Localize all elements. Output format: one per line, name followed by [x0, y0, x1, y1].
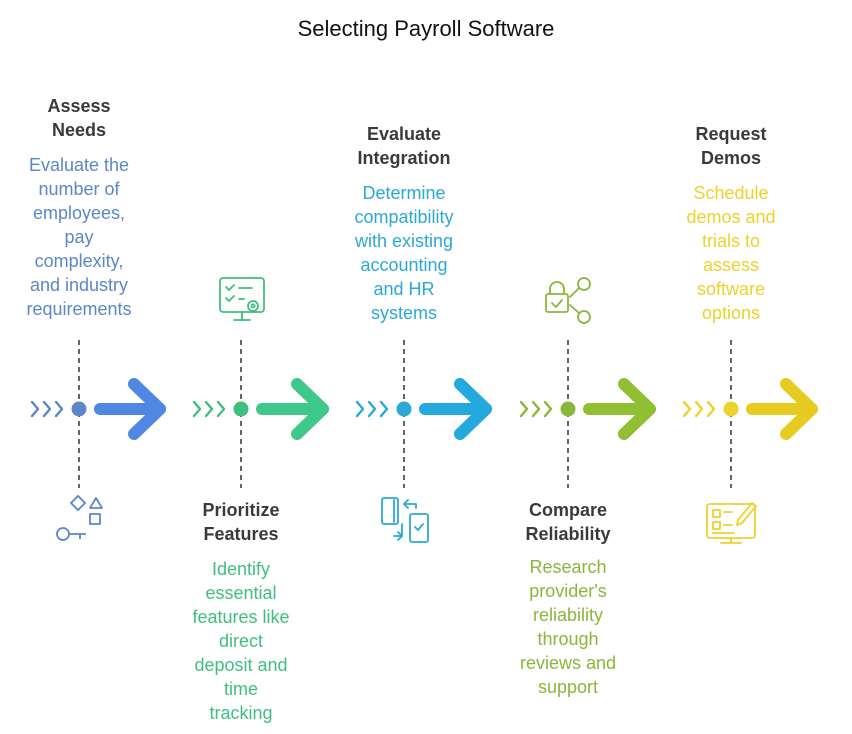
chevron-icon [216, 400, 226, 418]
chevron-icon [42, 400, 52, 418]
step-description-evaluate-integration: Determine compatibility with existing ac… [354, 183, 454, 323]
dashboard-edit-icon [706, 502, 757, 544]
chevron-icon [355, 400, 365, 418]
step-assess-needs [30, 340, 166, 541]
shapes-key-icon [56, 495, 103, 541]
chevron-icon [519, 400, 529, 418]
arrow-right-icon [419, 378, 492, 440]
chevron-icon [531, 400, 541, 418]
step-node-dot [396, 401, 412, 417]
page-title: Selecting Payroll Software [297, 16, 555, 41]
arrow-right-icon [94, 378, 166, 440]
chevron-icon [54, 400, 64, 418]
step-heading-assess-needs: Assess Needs [47, 96, 111, 140]
step-evaluate-integration [355, 340, 492, 543]
step-node-dot [71, 401, 87, 417]
step-node-dot [233, 401, 249, 417]
step-request-demos [682, 340, 818, 544]
chevron-icon [694, 400, 704, 418]
chevron-icon [204, 400, 214, 418]
chevron-icon [682, 400, 692, 418]
chevron-icon [30, 400, 40, 418]
chevron-icon [543, 400, 553, 418]
arrow-right-icon [256, 378, 329, 440]
step-heading-evaluate-integration: Evaluate Integration [357, 124, 451, 168]
step-node-dot [723, 401, 739, 417]
step-description-prioritize-features: Identify essential features like direct … [192, 559, 290, 723]
chevron-icon [379, 400, 389, 418]
checklist-gear-icon [219, 277, 265, 321]
step-heading-request-demos: Request Demos [695, 124, 767, 168]
arrow-right-icon [746, 378, 818, 440]
step-heading-compare-reliability: Compare Reliability [525, 500, 611, 544]
step-description-compare-reliability: Research provider's reliability through … [519, 557, 617, 697]
chevron-icon [192, 400, 202, 418]
step-node-dot [560, 401, 576, 417]
step-description-request-demos: Schedule demos and trials to assess soft… [686, 183, 776, 323]
arrow-right-icon [583, 378, 656, 440]
step-prioritize-features [192, 277, 329, 488]
lock-share-icon [545, 277, 591, 324]
chevron-icon [367, 400, 377, 418]
step-heading-prioritize-features: Prioritize Features [202, 500, 280, 544]
device-sync-icon [381, 497, 429, 543]
step-description-assess-needs: Evaluate the number of employees, pay co… [26, 155, 132, 319]
step-compare-reliability [519, 277, 656, 488]
chevron-icon [706, 400, 716, 418]
